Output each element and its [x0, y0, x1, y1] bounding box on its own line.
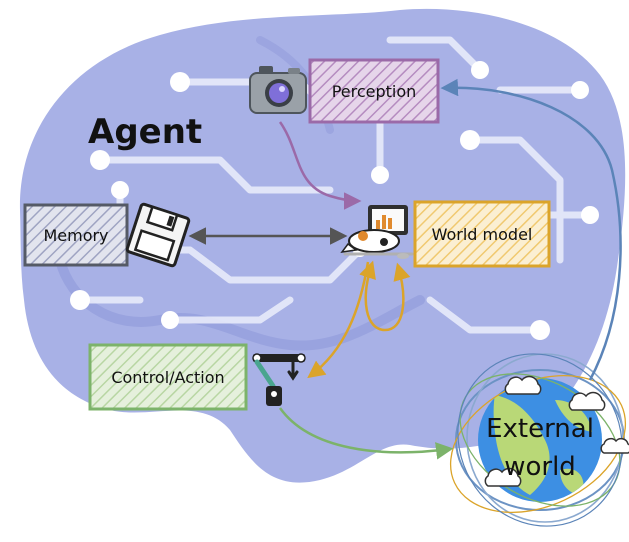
external-world-label-line1: External — [486, 414, 594, 444]
external-world-label-line2: world — [504, 452, 576, 482]
memory-box: Memory — [23, 203, 129, 267]
robot-arm-icon — [252, 353, 306, 406]
perception-label: Perception — [332, 82, 417, 101]
control-action-box: Control/Action — [88, 343, 248, 411]
world-model-box: World model — [413, 200, 551, 268]
arrow-perception-to-world-model — [278, 121, 362, 210]
arrow-external-to-perception — [440, 78, 622, 381]
circuit-nodes — [70, 61, 599, 340]
arrow-action-to-external — [278, 407, 454, 460]
world-model-label: World model — [432, 225, 533, 244]
laptop-cat-icon — [340, 205, 414, 259]
floppy-disk-icon — [125, 202, 191, 268]
agent-title: Agent — [88, 112, 202, 152]
perception-box: Perception — [308, 58, 440, 124]
memory-label: Memory — [43, 226, 108, 245]
arrow-world-model-loop — [359, 260, 411, 332]
camera-icon — [249, 66, 307, 114]
cloud-icon — [484, 375, 629, 487]
control-action-label: Control/Action — [111, 368, 224, 387]
